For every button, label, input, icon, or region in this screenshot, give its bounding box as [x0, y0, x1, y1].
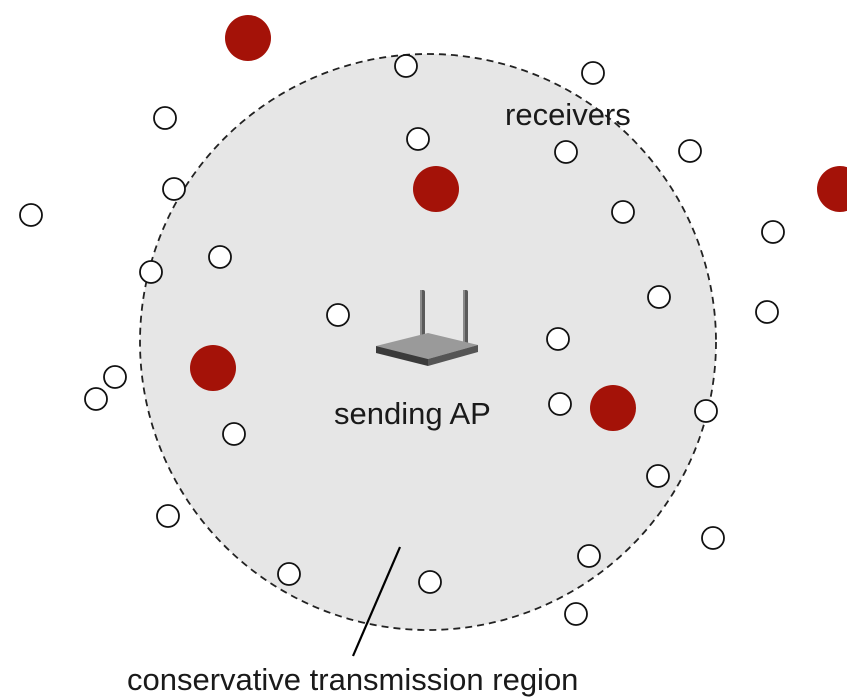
interferer-node: [225, 15, 271, 61]
interferer-node: [190, 345, 236, 391]
receiver-node: [755, 300, 779, 324]
router-body-front-right: [428, 345, 478, 366]
receiver-node: [84, 387, 108, 411]
router-antenna-left-highlight: [420, 290, 422, 344]
interferer-node: [817, 166, 847, 212]
region-pointer-line: [351, 546, 402, 657]
router-antenna-right-highlight: [463, 290, 465, 344]
receiver-group: [19, 54, 785, 626]
receivers-label: receivers: [505, 97, 631, 132]
router-body-top: [376, 333, 478, 359]
receiver-node: [548, 392, 572, 416]
receiver-node: [19, 203, 43, 227]
receiver-node: [546, 327, 570, 351]
receiver-node: [326, 303, 350, 327]
region-caption: conservative transmission region: [127, 662, 578, 697]
receiver-node: [678, 139, 702, 163]
interferer-node: [590, 385, 636, 431]
receiver-node: [156, 504, 180, 528]
receiver-node: [222, 422, 246, 446]
receiver-node: [208, 245, 232, 269]
interferer-node: [413, 166, 459, 212]
interferer-group: [190, 15, 847, 431]
sending-ap-label: sending AP: [334, 396, 491, 431]
receiver-node: [581, 61, 605, 85]
receiver-node: [694, 399, 718, 423]
receiver-node: [554, 140, 578, 164]
router-body-front-left: [376, 346, 428, 366]
receiver-node: [577, 544, 601, 568]
receiver-node: [162, 177, 186, 201]
receiver-node: [564, 602, 588, 626]
receiver-node: [139, 260, 163, 284]
receiver-node: [647, 285, 671, 309]
receiver-node: [406, 127, 430, 151]
receiver-node: [418, 570, 442, 594]
receiver-node: [153, 106, 177, 130]
receiver-node: [646, 464, 670, 488]
receiver-node: [701, 526, 725, 550]
receiver-node: [277, 562, 301, 586]
receiver-node: [103, 365, 127, 389]
receiver-node: [394, 54, 418, 78]
wireless-router-icon: [376, 290, 478, 366]
receiver-node: [761, 220, 785, 244]
receiver-node: [611, 200, 635, 224]
